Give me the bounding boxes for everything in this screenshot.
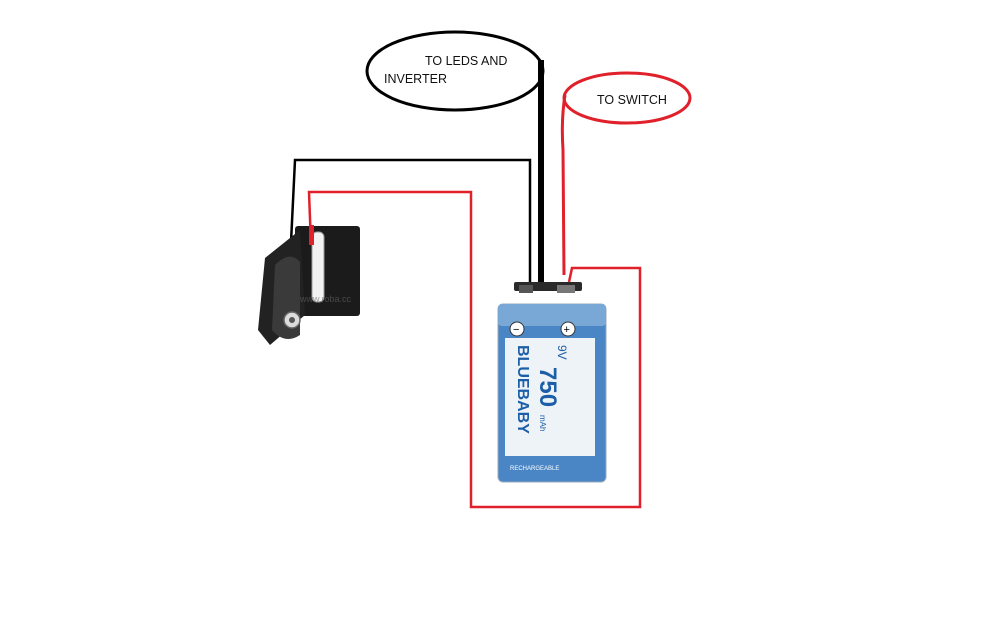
switch-label: TO SWITCH: [597, 93, 667, 107]
jack-watermark: www.roba.cc: [299, 294, 352, 304]
dc-jack: www.roba.cc: [258, 225, 360, 345]
svg-text:−: −: [513, 324, 519, 336]
leds-inverter-callout: [365, 30, 545, 112]
jack-positive-wire: [307, 190, 642, 509]
battery-type-label: RECHARGEABLE: [510, 466, 559, 472]
battery-snap: [514, 282, 582, 293]
battery-capacity: 750: [534, 367, 561, 407]
leds-inverter-label-line2: INVERTER: [384, 72, 447, 86]
svg-text:+: +: [564, 324, 570, 336]
leds-inverter-label-line1: TO LEDS AND: [425, 54, 508, 68]
battery-voltage: 9V: [555, 345, 569, 360]
battery-9v: − + RECHARGEABLE BLUEBABY 750 mAh 9V: [497, 303, 607, 483]
battery-brand: BLUEBABY: [514, 345, 531, 434]
lead-to-switch: [560, 94, 567, 276]
battery-unit: mAh: [538, 415, 547, 431]
